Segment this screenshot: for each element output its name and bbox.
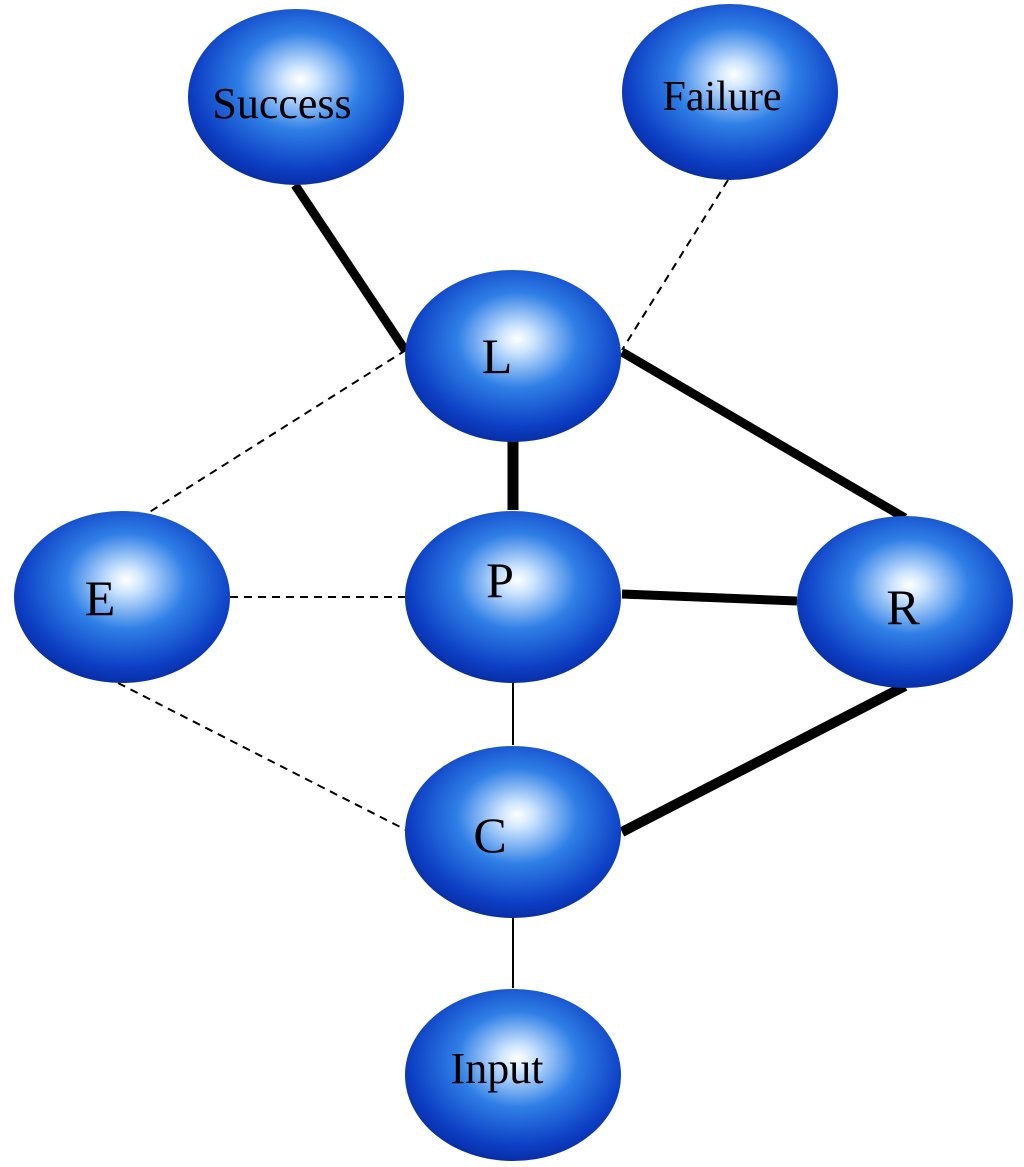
node-failure-label: Failure xyxy=(663,74,782,120)
node-input[interactable]: Input xyxy=(405,989,621,1161)
node-p-label: P xyxy=(486,552,514,608)
node-e[interactable]: E xyxy=(14,511,230,683)
edge-l-e xyxy=(109,349,407,538)
node-l[interactable]: L xyxy=(405,270,621,442)
edge-l-r xyxy=(619,348,908,522)
edge-success-l xyxy=(291,182,409,353)
node-p-ball xyxy=(405,511,621,683)
node-l-ball xyxy=(405,270,621,442)
node-e-label: E xyxy=(85,570,116,626)
node-input-label: Input xyxy=(451,1044,544,1093)
node-c-label: C xyxy=(473,807,506,863)
edge-failure-l xyxy=(621,179,729,351)
node-r-ball xyxy=(797,516,1013,688)
node-r[interactable]: R xyxy=(797,516,1013,688)
node-failure[interactable]: Failure xyxy=(622,4,838,180)
node-input-ball xyxy=(405,989,621,1161)
node-c-ball xyxy=(405,746,621,918)
node-l-label: L xyxy=(482,328,513,384)
node-r-label: R xyxy=(886,579,920,635)
node-success[interactable]: Success xyxy=(188,9,404,185)
node-failure-ball xyxy=(622,4,838,180)
node-c[interactable]: C xyxy=(405,746,621,918)
node-e-ball xyxy=(14,511,230,683)
node-success-label: Success xyxy=(212,79,351,128)
node-success-ball xyxy=(188,9,404,185)
node-p[interactable]: P xyxy=(405,511,621,683)
edge-e-c xyxy=(117,682,407,831)
edge-p-r xyxy=(621,589,798,606)
edges-layer xyxy=(109,179,908,988)
edge-r-c xyxy=(619,681,908,837)
